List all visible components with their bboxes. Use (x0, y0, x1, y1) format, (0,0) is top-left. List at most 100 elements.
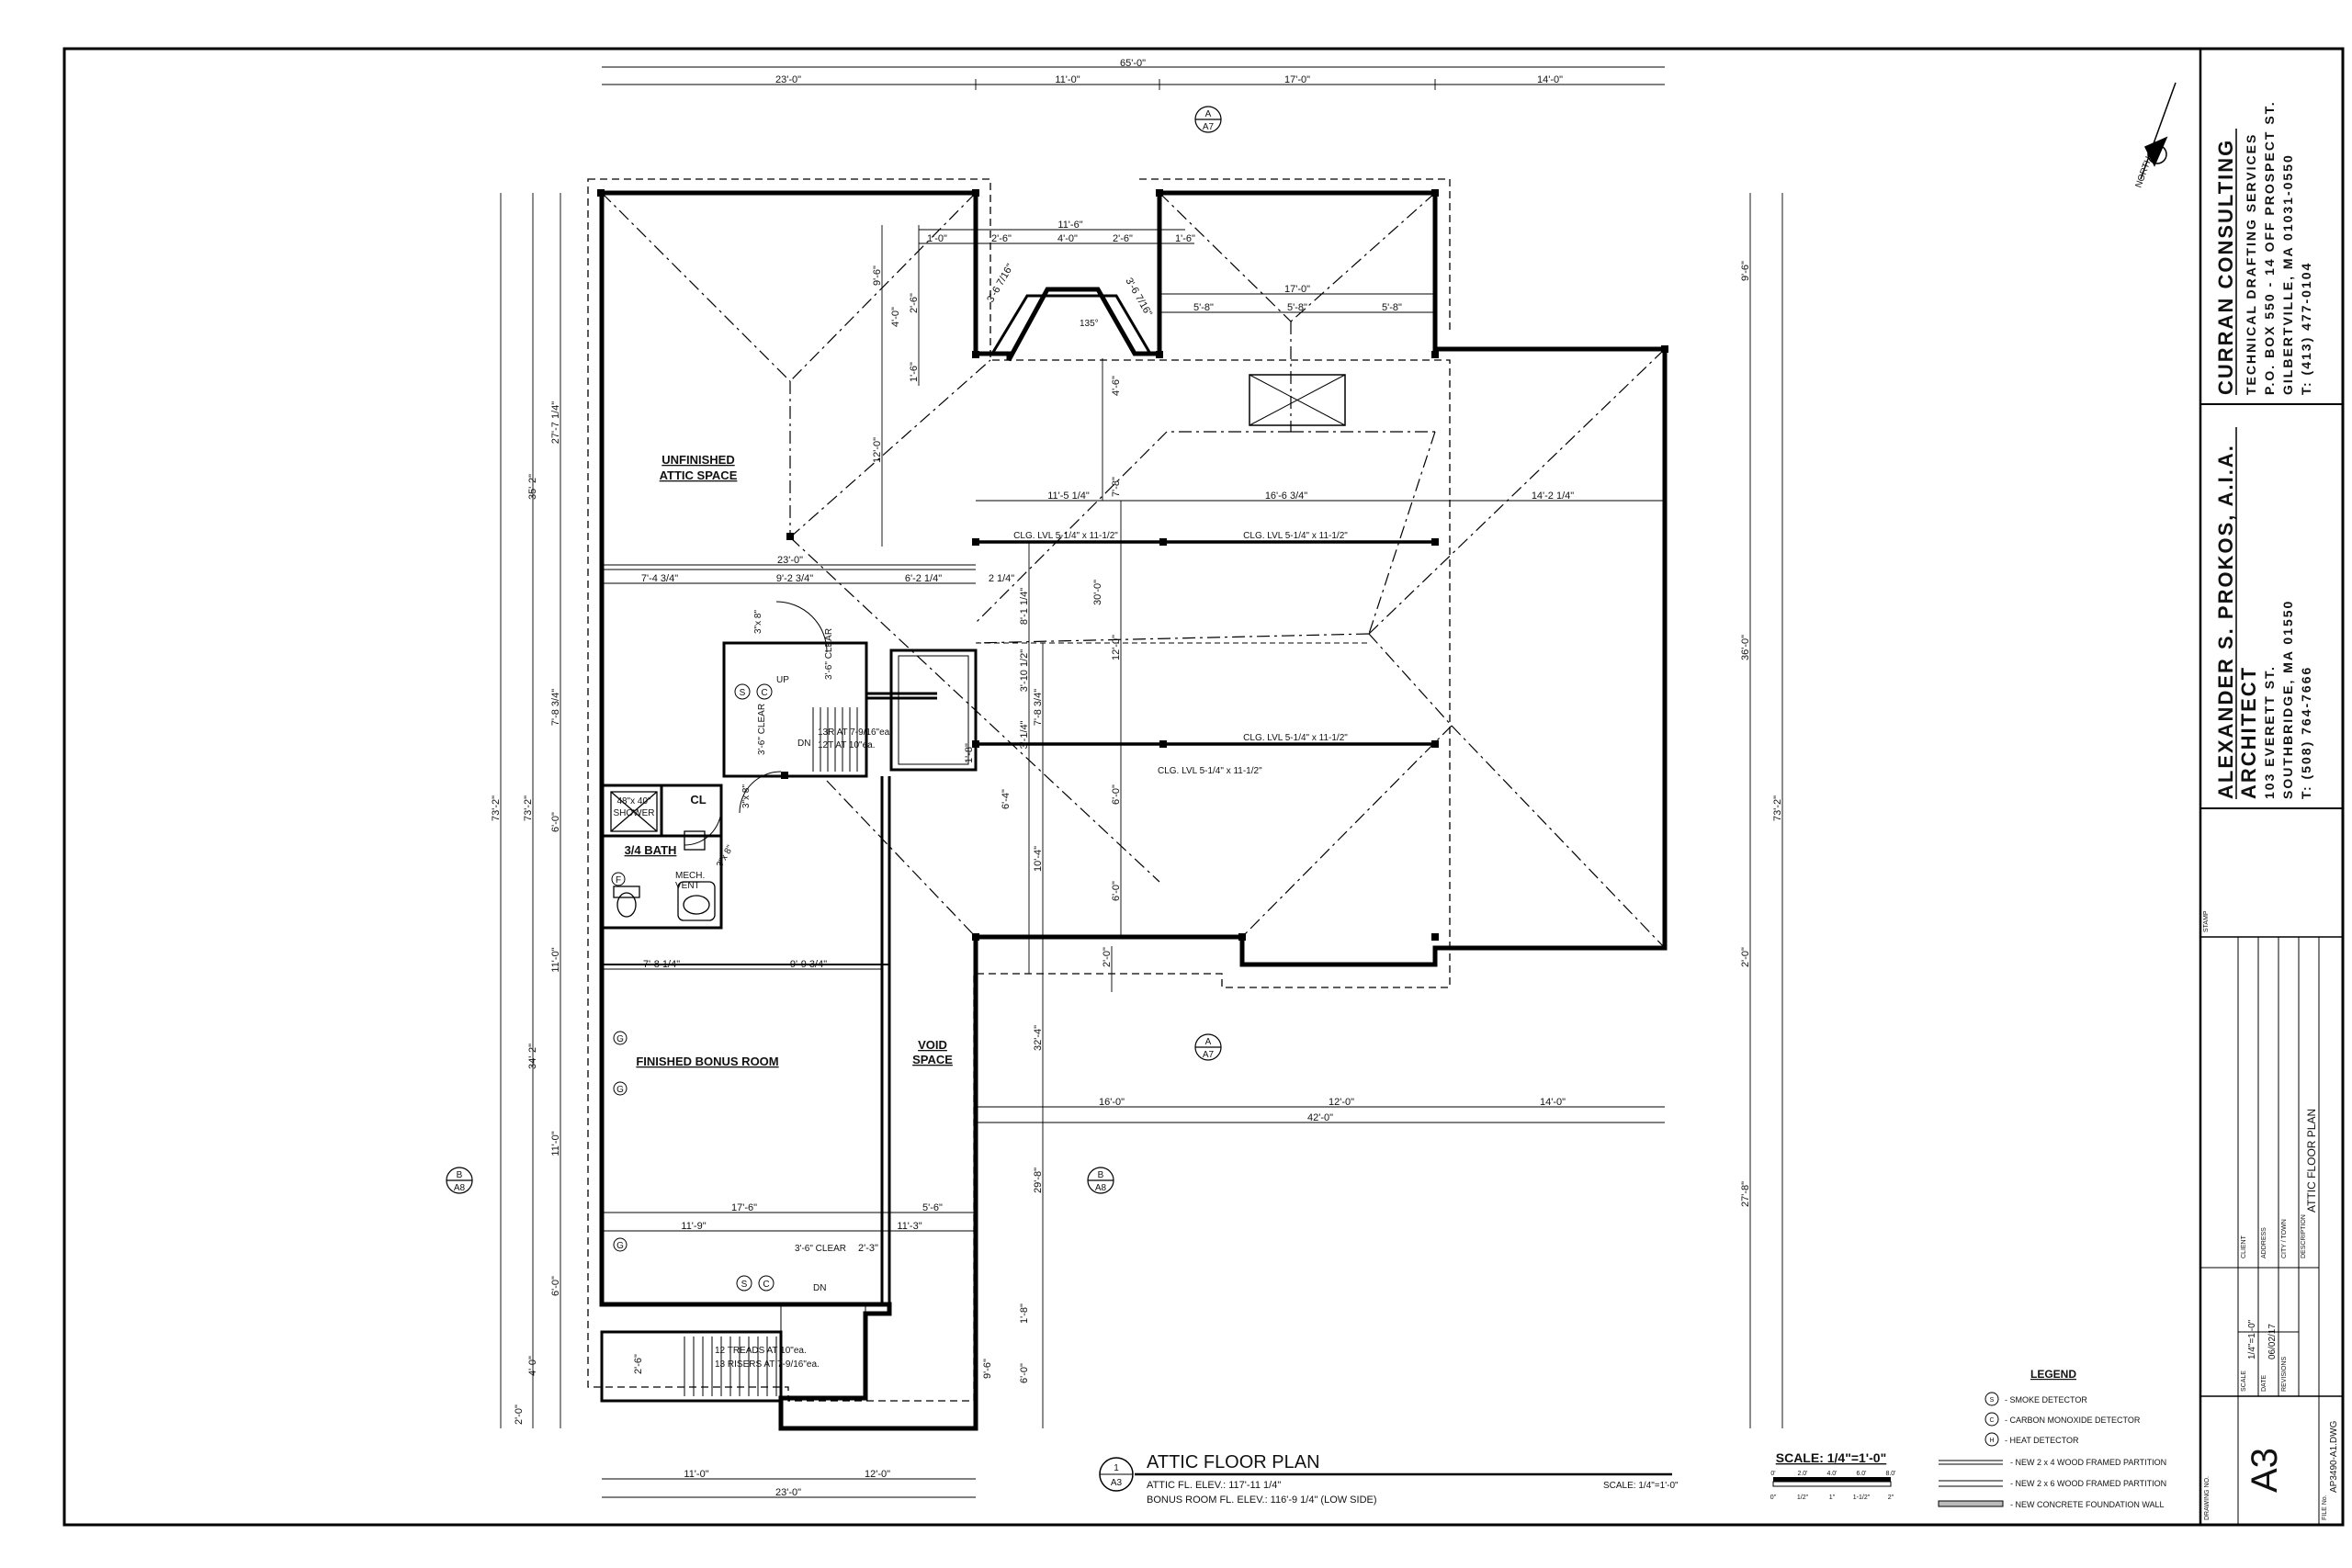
lvl-beam-label-3: CLG. LVL 5-1/4" x 11-1/2" (1243, 733, 1348, 743)
dim-c300: 30'-0" (1092, 580, 1103, 605)
scale-in-4: 2" (1888, 1495, 1894, 1501)
dim-r92: 9'-2 3/4" (776, 573, 813, 584)
legend-wall-2x6: - NEW 2 x 6 WOOD FRAMED PARTITION (2010, 1479, 2166, 1488)
section-4-sheet: A8 (1095, 1183, 1107, 1193)
dim-bot14: 14'-0" (1540, 1097, 1566, 1108)
roof-hips (601, 192, 1666, 949)
scale-ft-2: 4.0' (1826, 1471, 1837, 1477)
door-size-2: 3"x 8" (741, 784, 752, 808)
scale-in-0: 0" (1770, 1495, 1777, 1501)
dim-c26: 2'-6" (909, 293, 920, 313)
stamp-label: STAMP (2203, 910, 2210, 932)
legend-title: LEGEND (2030, 1368, 2076, 1381)
dim-l35: 35'-2" (527, 474, 538, 500)
city-label: CITY / TOWN (2281, 1219, 2288, 1258)
plan-labels: UNFINISHED ATTIC SPACE FINISHED BONUS RO… (614, 319, 1349, 1370)
title-block (2199, 49, 2343, 1525)
dim-l11b: 11'-0" (550, 1131, 561, 1156)
section-4-letter: B (1098, 1170, 1104, 1180)
dim-l27: 27'-7 1/4" (550, 401, 561, 444)
section-2-sheet: A7 (1203, 1050, 1215, 1060)
dim-c18b: 1'-8" (1019, 1303, 1030, 1324)
dim-b176: 17'-6" (731, 1202, 757, 1213)
clear-note-bonus: 3'-6" CLEAR (795, 1244, 846, 1254)
posts (597, 189, 1668, 941)
dim-c124: 12'-0" (872, 437, 883, 463)
dim-c78b: 7'-8 3/4" (1033, 689, 1044, 726)
dim-c26b: 2'-6" (633, 1354, 644, 1374)
legend-wall-concrete: - NEW CONCRETE FOUNDATION WALL (2010, 1500, 2165, 1509)
architect-phone: T: (508) 764-7666 (2299, 666, 2313, 799)
dim-r58b: 5'-8" (1287, 302, 1307, 313)
dimension-lines (500, 66, 1783, 1498)
dim-bay-a: 11'-6" (1057, 220, 1082, 231)
dim-l732a: 73'-2" (491, 795, 502, 821)
section-3-sheet: A8 (454, 1183, 466, 1193)
dim-c6c: 6'-0" (1019, 1363, 1030, 1383)
shower-size: 48"x 40" (616, 796, 651, 807)
legend-sym-h: H (1989, 1438, 1994, 1444)
dim-bay-e: 2'-6" (1113, 233, 1133, 244)
skylight (1249, 374, 1346, 426)
room-bath: 3/4 BATH (625, 843, 677, 857)
interior-walls (600, 569, 978, 1403)
dim-r74: 7'-4 3/4" (641, 573, 678, 584)
sheet-border (62, 47, 2345, 1527)
plan-ref-sheet: A3 (1111, 1478, 1123, 1488)
scale-in-1: 1/2" (1797, 1495, 1809, 1501)
dim-b119: 11'-9" (681, 1221, 706, 1232)
dim-top-b: 11'-0" (1055, 74, 1080, 85)
section-markers (446, 106, 1222, 1194)
dim-c104: 10'-4" (1033, 846, 1044, 872)
scale-ft-0: 0' (1770, 1471, 1775, 1477)
dim-b56: 5'-6" (922, 1202, 943, 1213)
firm-subtitle: TECHNICAL DRAFTING SERVICES (2244, 133, 2258, 395)
room-void-line2: SPACE (912, 1053, 953, 1066)
dim-bay-f: 1'-6" (1175, 233, 1195, 244)
architect-title: ARCHITECT (2237, 666, 2260, 799)
dim-row23: 23'-0" (777, 555, 803, 566)
legend-wall-2x4: - NEW 2 x 4 WOOD FRAMED PARTITION (2010, 1458, 2166, 1467)
section-2-letter: A (1205, 1037, 1212, 1047)
detector-co-2: C (763, 1280, 769, 1290)
dim-r17: 17'-0" (1284, 284, 1310, 295)
section-labels: A A7 A A7 B A8 B A8 (454, 109, 1215, 1193)
outlet-g-1: G (616, 1034, 624, 1044)
dim-bb12: 12'-0" (865, 1469, 890, 1480)
architect-name: ALEXANDER S. PROKOS, A.I.A. (2214, 444, 2237, 799)
dim-c96: 9'-6" (872, 265, 883, 286)
dim-bb23: 23'-0" (775, 1487, 801, 1498)
dim-top-d: 14'-0" (1537, 74, 1563, 85)
door-swings (684, 601, 828, 846)
dim-bay-d: 4'-0" (1057, 233, 1078, 244)
dim-l6b: 6'-0" (550, 1276, 561, 1296)
firm-name: CURRAN CONSULTING (2214, 139, 2237, 395)
stair-treads (684, 707, 858, 1396)
dim-bot16: 16'-0" (1099, 1097, 1125, 1108)
dim-mid-b: 16'-6 3/4" (1265, 491, 1307, 502)
dim-c31: 3'-1/4" (1019, 720, 1030, 749)
dim-c46: 4'-6" (1111, 376, 1122, 396)
exterior-wall (599, 190, 1668, 1431)
legend-sym-c: C (1989, 1417, 1994, 1424)
dim-mid-c: 14'-2 1/4" (1532, 491, 1574, 502)
dim-diag-a: 3'-6 7/16" (985, 262, 1016, 304)
file-no-label: FILE No. (2322, 1495, 2328, 1520)
section-1-sheet: A7 (1203, 122, 1215, 132)
dim-c78: 7'-8" (1111, 477, 1122, 497)
dim-bot12: 12'-0" (1329, 1097, 1354, 1108)
legend: LEGEND S - SMOKE DETECTOR C - CARBON MON… (1938, 1368, 2166, 1509)
dim-l4: 4'-0" (527, 1356, 538, 1376)
firm-phone: T: (413) 477-0104 (2299, 262, 2313, 395)
dim-l78: 7'-8 3/4" (550, 689, 561, 726)
section-1-letter: A (1205, 109, 1212, 119)
scale-label: SCALE (2241, 1371, 2247, 1392)
detector-co-1: C (761, 688, 767, 698)
dim-c40: 4'-0" (890, 307, 901, 327)
scale-ft-3: 6.0' (1856, 1471, 1866, 1477)
plan-title-block: 1 A3 ATTIC FLOOR PLAN ATTIC FL. ELEV.: 1… (1099, 1452, 1679, 1506)
dim-r732: 73'-2" (1772, 795, 1783, 821)
clear-note-mid: 3'-6" CLEAR (757, 704, 767, 755)
stair-down-top: DN (797, 739, 810, 749)
